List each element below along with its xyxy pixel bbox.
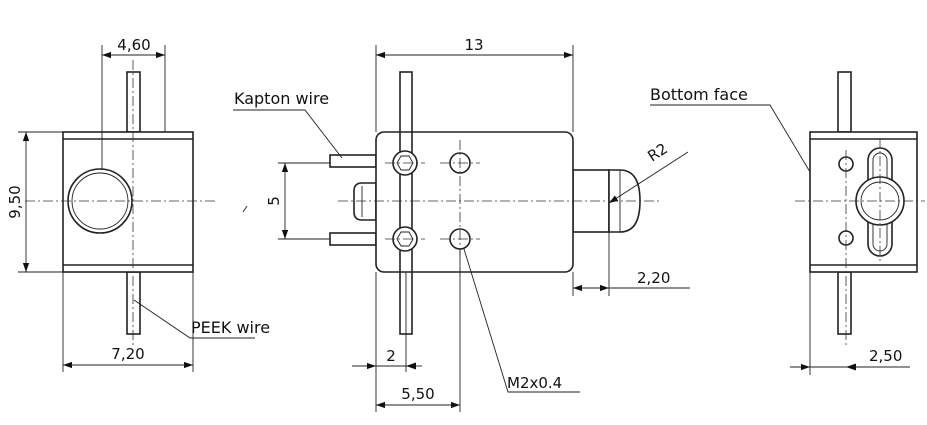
kapton-wire-bottom	[329, 232, 377, 246]
kapton-wire-leader	[233, 109, 343, 159]
thread-label: M2x0.4	[507, 374, 562, 392]
front-view: 13 5 Kapton wire R2 2,20 2 5,50 M2x0.4	[233, 36, 690, 412]
bottom-face-label: Bottom face	[650, 85, 748, 104]
bottom-dim: 2,50	[869, 347, 902, 365]
peek-wire-label: PEEK wire	[191, 318, 270, 337]
side-dim-left: 9,50	[6, 185, 24, 218]
front-dim-top: 13	[464, 36, 483, 54]
front-dim-right: 2,20	[637, 269, 670, 287]
main-body	[375, 131, 574, 273]
side-view: 4,60 9,50 7,20 PEEK wire	[6, 36, 270, 372]
bottom-view: Bottom face 2,50	[650, 71, 925, 375]
kapton-wire-top	[329, 154, 377, 168]
bottom-face-leader	[650, 104, 811, 173]
peek-wire-leader	[133, 299, 255, 339]
radius-dim: R2	[644, 139, 671, 165]
side-dim-bottom: 7,20	[111, 345, 144, 363]
side-dim-top: 4,60	[117, 36, 150, 54]
front-dim-hole-a: 2	[386, 347, 396, 365]
peek-wire-top	[126, 71, 141, 133]
thread-leader	[463, 248, 580, 393]
front-dim-vertical: 5	[265, 196, 283, 206]
kapton-wire-label: Kapton wire	[234, 89, 329, 108]
bottom-pin-top	[837, 71, 852, 133]
front-dim-hole-b: 5,50	[401, 385, 434, 403]
left-block	[353, 182, 377, 221]
bottom-pin-bottom	[837, 271, 852, 335]
